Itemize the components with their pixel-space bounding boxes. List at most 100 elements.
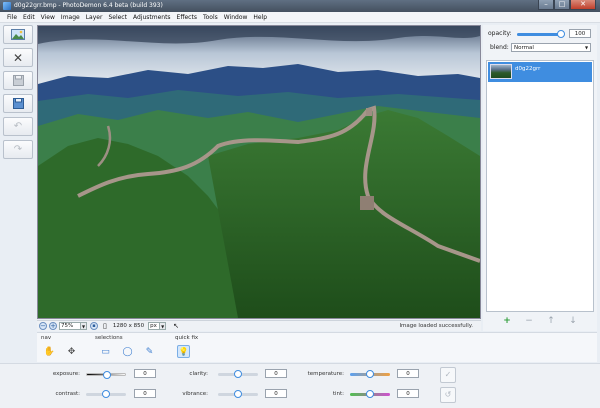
save-icon	[12, 75, 24, 86]
image-size-icon: ▯	[103, 322, 107, 330]
exposure-slider-knob[interactable]	[103, 371, 111, 379]
save-button[interactable]	[3, 71, 33, 90]
layer-thumbnail	[490, 64, 512, 79]
ellipse-select-button[interactable]: ◯	[121, 345, 134, 358]
zoom-fit-button[interactable]: ▪	[90, 322, 98, 330]
vibrance-slider[interactable]	[218, 390, 258, 398]
unit-select[interactable]: px	[148, 322, 161, 330]
lasso-select-icon: ✎	[145, 346, 154, 357]
layer-name: d0g22grr	[515, 66, 541, 72]
unit-dropdown-arrow[interactable]: ▼	[160, 322, 167, 330]
contrast-slider[interactable]	[86, 390, 126, 398]
hand-icon: ✋	[43, 346, 56, 357]
blend-dropdown-arrow[interactable]: ▼	[584, 45, 589, 50]
layer-list: d0g22grr	[486, 60, 594, 312]
image-size: 1280 x 850	[112, 323, 145, 329]
menu-image[interactable]: Image	[60, 14, 80, 21]
open-image-button[interactable]	[3, 25, 33, 44]
add-layer-button[interactable]: +	[503, 316, 511, 326]
move-layer-up-button[interactable]: ↑	[547, 316, 555, 326]
open-image-icon	[11, 29, 25, 40]
opacity-value[interactable]: 100	[569, 29, 591, 38]
vibrance-slider-knob[interactable]	[234, 390, 242, 398]
redo-icon: ↷	[13, 144, 23, 155]
move-layer-down-button[interactable]: ↓	[569, 316, 577, 326]
menu-window[interactable]: Window	[223, 14, 248, 21]
layers-panel: opacity: 100 blend: Normal ▼ d0g22grr + …	[483, 25, 597, 331]
opacity-label: opacity:	[488, 30, 512, 37]
clarity-value[interactable]: 0	[265, 369, 287, 378]
clarity-slider[interactable]	[218, 370, 258, 378]
nav-section-label: nav	[41, 335, 52, 341]
menu-view[interactable]: View	[40, 14, 55, 21]
vibrance-value[interactable]: 0	[265, 389, 287, 398]
blend-label: blend:	[490, 44, 509, 51]
rect-select-button[interactable]: ▭	[99, 345, 112, 358]
menu-file[interactable]: File	[7, 14, 18, 21]
contrast-value[interactable]: 0	[134, 389, 156, 398]
remove-layer-button[interactable]: −	[525, 316, 533, 326]
selections-section-label: selections	[95, 335, 123, 341]
tint-value[interactable]: 0	[397, 389, 419, 398]
exposure-value[interactable]: 0	[134, 369, 156, 378]
menu-bar: File Edit View Image Layer Select Adjust…	[0, 12, 600, 23]
temperature-value[interactable]: 0	[397, 369, 419, 378]
menu-select[interactable]: Select	[108, 14, 127, 21]
exposure-slider[interactable]	[86, 371, 126, 379]
lightbulb-icon: 💡	[178, 347, 189, 356]
minimize-button[interactable]: –	[538, 0, 554, 10]
opacity-slider-knob[interactable]	[557, 30, 565, 38]
vibrance-label: vibrance:	[182, 391, 208, 397]
image-canvas[interactable]	[37, 25, 481, 319]
contrast-slider-knob[interactable]	[102, 390, 110, 398]
menu-help[interactable]: Help	[253, 14, 268, 21]
reset-quickfix-button[interactable]: ↺	[440, 387, 456, 403]
layer-item[interactable]: d0g22grr	[488, 62, 592, 82]
opacity-slider[interactable]	[517, 30, 565, 38]
menu-adjustments[interactable]: Adjustments	[132, 14, 171, 21]
close-image-button[interactable]: ✕	[3, 48, 33, 67]
temperature-slider-knob[interactable]	[366, 370, 374, 378]
clarity-slider-knob[interactable]	[234, 370, 242, 378]
maximize-button[interactable]: □	[554, 0, 570, 10]
tint-slider[interactable]	[350, 390, 390, 398]
temperature-slider[interactable]	[350, 370, 390, 378]
layer-actions: + − ↑ ↓	[501, 316, 589, 326]
apply-quickfix-button[interactable]: ✓	[440, 367, 456, 383]
photo-great-wall	[38, 26, 480, 318]
zoom-in-button[interactable]: +	[49, 322, 57, 330]
cursor-icon: ↖	[173, 322, 179, 330]
tint-label: tint:	[332, 391, 344, 397]
save-as-button[interactable]	[3, 94, 33, 113]
tint-slider-knob[interactable]	[366, 390, 374, 398]
close-window-button[interactable]: ✕	[570, 0, 596, 10]
zoom-out-button[interactable]: −	[39, 322, 47, 330]
contrast-label: contrast:	[55, 391, 80, 397]
save-as-icon	[12, 98, 24, 109]
quickfix-section-label: quick fix	[175, 335, 199, 341]
status-message: Image loaded successfully.	[399, 323, 473, 329]
move-tool-button[interactable]: ✥	[65, 345, 78, 358]
tools-panel: nav ✋ ✥ selections ▭ ◯ ✎ quick fix 💡	[37, 332, 597, 362]
undo-button[interactable]: ↶	[3, 117, 33, 136]
quickfix-button[interactable]: 💡	[177, 345, 190, 358]
quickfix-adjustments: exposure: 0 contrast: 0 clarity: 0 vibra…	[0, 363, 600, 408]
blend-mode-select[interactable]: Normal ▼	[511, 43, 591, 52]
redo-button[interactable]: ↷	[3, 140, 33, 159]
window-title: d0g22grr.bmp - PhotoDemon 6.4 beta (buil…	[14, 2, 163, 9]
undo-icon: ↶	[13, 121, 23, 132]
exposure-label: exposure:	[52, 371, 80, 377]
clarity-label: clarity:	[189, 371, 208, 377]
zoom-dropdown-arrow[interactable]: ▼	[81, 322, 87, 330]
menu-edit[interactable]: Edit	[23, 14, 35, 21]
rectangle-select-icon: ▭	[101, 346, 110, 357]
menu-tools[interactable]: Tools	[202, 14, 218, 21]
move-icon: ✥	[67, 346, 76, 357]
hand-tool-button[interactable]: ✋	[43, 345, 56, 358]
menu-layer[interactable]: Layer	[85, 14, 103, 21]
lasso-select-button[interactable]: ✎	[143, 345, 156, 358]
status-bar: − + 75% ▼ ▪ ▯ 1280 x 850 px ▼ ↖ Image lo…	[37, 320, 481, 331]
title-bar: d0g22grr.bmp - PhotoDemon 6.4 beta (buil…	[0, 0, 600, 12]
menu-effects[interactable]: Effects	[176, 14, 197, 21]
zoom-select[interactable]: 75%	[59, 322, 81, 330]
